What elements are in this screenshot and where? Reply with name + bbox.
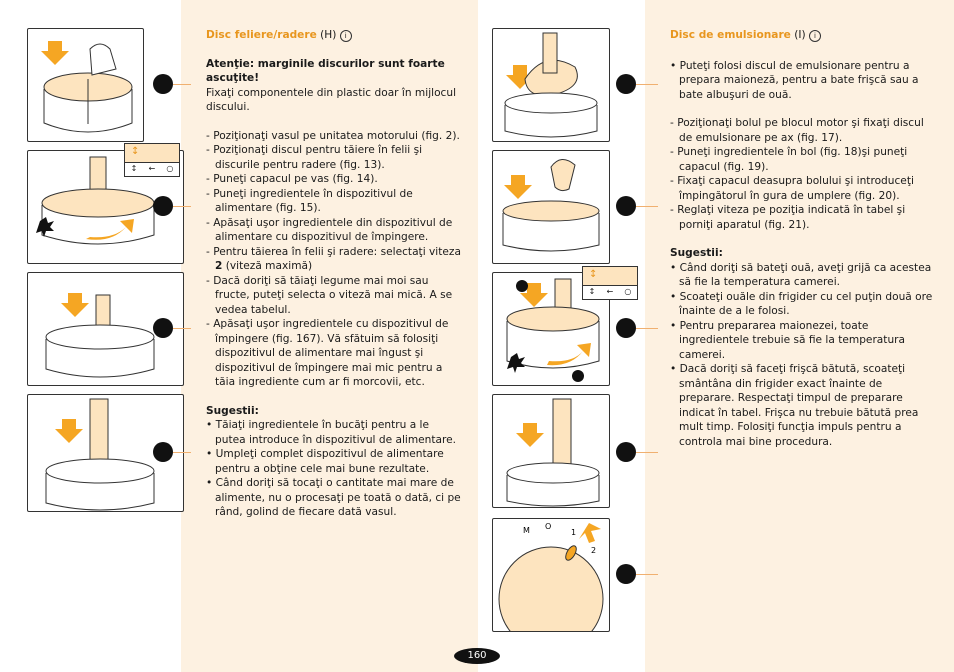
right-text-column: Disc de emulsionare (I) i • Puteţi folos…: [670, 28, 938, 449]
left-text-column-bg: [181, 0, 478, 672]
step-item: - Fixaţi capacul deasupra bolului şi int…: [670, 175, 914, 202]
figure-marker-dot: [616, 196, 636, 216]
info-icon: i: [809, 30, 822, 42]
figure-marker-dot: [572, 370, 584, 382]
right-text-column-bg: [645, 0, 954, 672]
figure-add-ingredients: [492, 150, 610, 264]
tip-item: • Pentru prepararea maionezei, toate ing…: [670, 319, 906, 361]
step-item-speed: - Pentru tăierea în felii şi radere: sel…: [206, 245, 461, 273]
step-item: - Puneţi ingredientele în dispozitivul d…: [206, 187, 413, 215]
figure-marker-dot: [153, 318, 173, 338]
leader-line: [173, 84, 191, 85]
step-item: - Dacă doriţi să tăiaţi legume mai moi s…: [206, 274, 453, 316]
left-text-column: Disc feliere/radere (H) i Atenţie: margi…: [206, 28, 462, 520]
figure-marker-dot: [153, 196, 173, 216]
step-item: - Poziţionaţi discul pentru tăiere în fe…: [206, 144, 423, 171]
dial-label: 1: [571, 528, 576, 537]
tip-item: • Scoateţi ouăle din frigider cu cel puţ…: [670, 290, 933, 318]
figure-marker-dot: [153, 74, 173, 94]
leader-line: [636, 206, 658, 207]
intro-text: Fixaţi componentele din plastic doar în …: [206, 86, 457, 114]
dial-label: 2: [591, 546, 596, 555]
leader-line: [636, 84, 658, 85]
leader-line: [173, 328, 191, 329]
figure-speed-dial: M O 1 2: [492, 518, 610, 632]
figure-marker-dot: [616, 442, 636, 462]
step-item: • Puteţi folosi discul de emulsionare pe…: [670, 59, 919, 101]
leader-line: [173, 206, 191, 207]
leader-line: [636, 452, 658, 453]
warning-text: Atenţie: marginile discurilor sunt foart…: [206, 57, 445, 85]
figure-marker-dot: [616, 74, 636, 94]
step-item: - Puneţi capacul pe vas (fig. 14).: [206, 173, 378, 185]
page-number: 160: [454, 648, 500, 664]
leader-line: [173, 452, 191, 453]
tip-item: • Când doriţi să bateţi ouă, aveţi grijă…: [670, 261, 932, 289]
tip-item: • Tăiaţi ingredientele în bucăţi pentru …: [206, 419, 457, 446]
figure-marker-dot: [616, 564, 636, 584]
step-item: - Poziţionaţi vasul pe unitatea motorulu…: [206, 129, 460, 142]
figure-marker-dot: [516, 280, 528, 292]
figure-emulsifying-disc: [492, 28, 610, 142]
figure-disc-placement: [27, 28, 144, 142]
step-item: - Apăsaţi uşor ingredientele cu dispozit…: [206, 318, 449, 388]
tip-item: • Când doriţi să tocaţi o cantitate mai …: [206, 477, 461, 518]
info-icon: i: [339, 30, 352, 42]
dial-label: O: [545, 522, 551, 531]
section-title-suffix: (H): [320, 29, 337, 41]
tip-item: • Umpleţi complet dispozitivul de alimen…: [206, 448, 444, 475]
tips-title: Sugestii:: [670, 247, 723, 259]
tips-title: Sugestii:: [206, 404, 259, 417]
section-title: Disc feliere/radere: [206, 29, 317, 41]
section-title-suffix: (I): [794, 29, 806, 41]
step-item: - Reglaţi viteza pe poziţia indicată în …: [670, 204, 906, 231]
step-item: - Puneţi ingredientele în bol (fig. 18)ş…: [670, 146, 908, 173]
figure-marker-dot: [153, 442, 173, 462]
step-item: - Apăsaţi uşor ingredientele din dispozi…: [206, 216, 453, 244]
section-title: Disc de emulsionare: [670, 29, 791, 41]
leader-line: [636, 328, 658, 329]
speed-control-icon: ↕ ↕←○: [582, 266, 638, 300]
leader-line: [636, 574, 658, 575]
figure-pusher-inserted: [492, 394, 610, 508]
figure-marker-dot: [616, 318, 636, 338]
dial-label: M: [523, 526, 530, 535]
step-item: - Poziţionaţi bolul pe blocul motor şi f…: [670, 117, 924, 144]
speed-control-icon: ↕ ↕←○: [124, 143, 180, 177]
tip-item: • Dacă doriţi să faceţi frişcă bătută, s…: [670, 363, 919, 448]
